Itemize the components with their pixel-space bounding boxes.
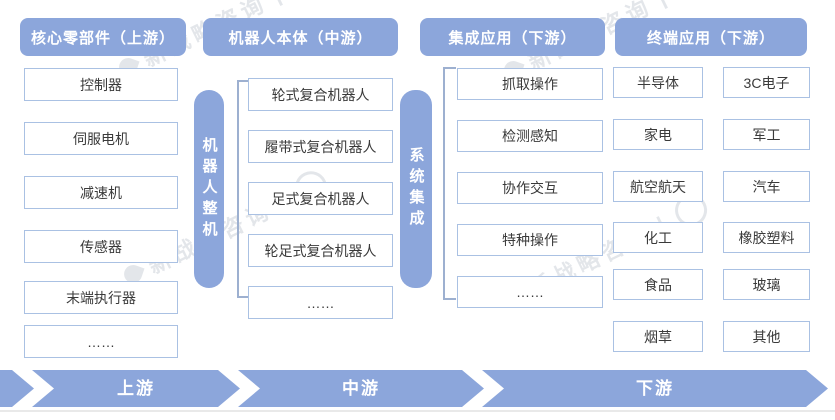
terminal-item-food: 食品	[613, 269, 703, 300]
integration-item-detection: 检测感知	[457, 120, 603, 152]
watermark-ring-icon	[669, 0, 713, 5]
bottom-divider-line	[0, 410, 835, 412]
flow-arrow-upstream	[32, 370, 240, 407]
header-integrated-apps-downstream: 集成应用（下游）	[420, 18, 605, 56]
upstream-item-reducer: 减速机	[24, 176, 178, 209]
terminal-item-semiconductor: 半导体	[613, 67, 703, 98]
watermark-divider: |	[268, 0, 289, 8]
terminal-item-aerospace: 航空航天	[613, 171, 703, 202]
header-robot-body-midstream: 机器人本体（中游）	[203, 18, 398, 56]
header-terminal-apps-downstream: 终端应用（下游）	[615, 18, 807, 56]
integration-bracket	[443, 67, 456, 300]
midstream-item-legged-robot: 足式复合机器人	[248, 182, 393, 215]
integration-item-interaction: 协作交互	[457, 172, 603, 204]
terminal-item-military: 军工	[723, 119, 810, 150]
midstream-item-ellipsis: ……	[248, 286, 393, 319]
watermark-divider: |	[653, 0, 674, 11]
upstream-item-servo-motor: 伺服电机	[24, 122, 178, 155]
terminal-item-automotive: 汽车	[723, 171, 810, 202]
flow-label-downstream: 下游	[636, 379, 674, 398]
header-core-components-upstream: 核心零部件（上游）	[20, 18, 186, 56]
midstream-item-wheel-leg-robot: 轮足式复合机器人	[248, 234, 393, 267]
upstream-item-controller: 控制器	[24, 68, 178, 101]
terminal-item-3c-electronics: 3C电子	[723, 67, 810, 98]
flow-label-upstream: 上游	[117, 379, 155, 398]
upstream-item-end-effector: 末端执行器	[24, 281, 178, 314]
integration-item-ellipsis: ……	[457, 276, 603, 308]
terminal-item-tobacco: 烟草	[613, 321, 703, 352]
upstream-item-sensor: 传感器	[24, 230, 178, 263]
bar-system-integration: 系统集成	[400, 90, 432, 288]
terminal-item-other: 其他	[723, 321, 810, 352]
flow-arrows	[0, 370, 828, 407]
terminal-item-home-appliance: 家电	[613, 119, 703, 150]
midstream-item-wheeled-robot: 轮式复合机器人	[248, 78, 393, 111]
flow-arrow-downstream	[482, 370, 828, 407]
upstream-item-ellipsis: ……	[24, 325, 178, 358]
midstream-item-tracked-robot: 履带式复合机器人	[248, 130, 393, 163]
watermark-ring-icon	[284, 0, 328, 2]
integration-item-grasping: 抓取操作	[457, 68, 603, 100]
flow-arrow-midstream	[238, 370, 484, 407]
flow-arrow-lead-fragment	[0, 370, 34, 407]
integration-item-special-ops: 特种操作	[457, 224, 603, 256]
terminal-item-chemical: 化工	[613, 222, 703, 253]
terminal-item-glass: 玻璃	[723, 269, 810, 300]
terminal-item-rubber-plastic: 橡胶塑料	[723, 222, 810, 253]
flow-label-midstream: 中游	[342, 379, 380, 398]
bar-robot-whole-machine: 机器人整机	[194, 90, 224, 288]
midstream-bracket	[237, 80, 248, 298]
